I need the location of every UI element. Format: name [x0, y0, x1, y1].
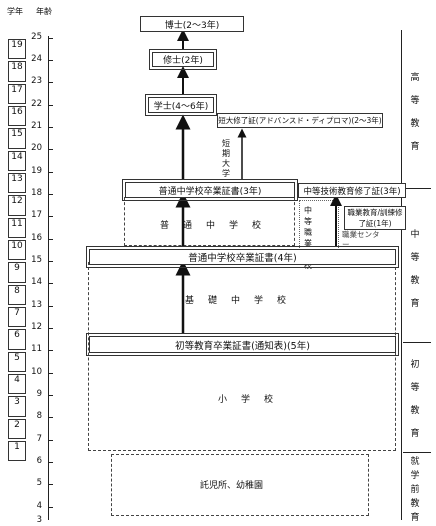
age-tick	[48, 462, 53, 463]
grade-cell: 4	[8, 374, 26, 394]
age-label: 12	[31, 322, 42, 332]
age-tick	[48, 239, 53, 240]
grade-cell: 19	[8, 39, 26, 59]
age-tick	[48, 127, 53, 128]
age-label: 19	[31, 166, 42, 176]
technical-cert-box: 中等技術教育修了証(3年)	[298, 183, 406, 198]
age-tick	[48, 440, 53, 441]
age-label: 13	[31, 300, 42, 310]
age-label: 3	[36, 515, 42, 525]
stage-secondary: 中等教育	[410, 230, 420, 309]
age-tick	[48, 328, 53, 329]
grade-cell: 16	[8, 106, 26, 126]
basic-secondary-label: 基礎中学校	[185, 296, 301, 306]
age-tick	[48, 194, 53, 195]
age-tick	[48, 507, 53, 508]
age-label: 23	[31, 76, 42, 86]
vocational-center-label: 職業センター	[342, 230, 380, 249]
age-label: 4	[36, 501, 42, 511]
grade-cell: 17	[8, 84, 26, 104]
age-label: 9	[36, 389, 42, 399]
grade-cell: 18	[8, 61, 26, 82]
preschool-region	[111, 454, 369, 516]
age-tick	[48, 82, 53, 83]
stage-higher: 高等教育	[410, 73, 420, 152]
bachelor-box: 学士(4〜6年)	[145, 94, 217, 116]
age-label: 18	[31, 188, 42, 198]
age-tick	[48, 306, 53, 307]
vocational-cert-box: 職業教育/訓練修了証(1年)	[344, 206, 406, 230]
age-label: 14	[31, 277, 42, 287]
grade-header: 学年	[7, 7, 23, 16]
age-header: 年齢	[36, 7, 52, 16]
age-label: 11	[31, 344, 42, 354]
age-axis	[48, 36, 49, 520]
junior-college-cert-box: 短大修了証(アドバンスド・ディプロマ)(2〜3年)	[217, 113, 383, 128]
grade-cell: 3	[8, 396, 26, 417]
age-tick	[48, 105, 53, 106]
age-tick	[48, 60, 53, 61]
age-label: 10	[31, 367, 42, 377]
age-label: 16	[31, 233, 42, 243]
grade-cell: 12	[8, 195, 26, 216]
stage-separator	[403, 452, 431, 453]
stage-primary: 初等教育	[410, 360, 420, 439]
age-tick	[48, 172, 53, 173]
age-tick	[48, 373, 53, 374]
grade-cell: 7	[8, 307, 26, 327]
age-label: 7	[36, 434, 42, 444]
age-label: 21	[31, 121, 42, 131]
grade-cell: 13	[8, 173, 26, 193]
age-tick	[48, 484, 53, 485]
junior-college-label: 短期大学	[222, 139, 230, 178]
grade-cell: 6	[8, 329, 26, 350]
grade-cell: 15	[8, 128, 26, 149]
grade-cell: 2	[8, 419, 26, 439]
age-label: 24	[31, 54, 42, 64]
age-label: 25	[31, 32, 42, 42]
age-label: 8	[36, 411, 42, 421]
stage-separator	[403, 342, 431, 343]
stage-separator	[403, 188, 431, 189]
upper-secondary-school-label: 普通中学校	[160, 221, 276, 231]
age-label: 15	[31, 255, 42, 265]
age-tick	[48, 417, 53, 418]
age-label: 22	[31, 99, 42, 109]
master-box: 修士(2年)	[149, 49, 217, 70]
upper-secondary-cert-box: 普通中学校卒業証書(3年)	[122, 179, 298, 201]
age-tick	[48, 216, 53, 217]
stage-column-line	[401, 30, 402, 520]
age-label: 20	[31, 143, 42, 153]
age-tick	[48, 38, 53, 39]
grade-cell: 11	[8, 218, 26, 238]
grade-cell: 8	[8, 285, 26, 305]
grade-cell: 10	[8, 240, 26, 260]
primary-cert-box: 初等教育卒業証書(通知表)(5年)	[86, 333, 399, 356]
doctor-box: 博士(2〜3年)	[140, 16, 244, 32]
age-tick	[48, 261, 53, 262]
grade-cell: 9	[8, 262, 26, 283]
age-tick	[48, 149, 53, 150]
age-tick	[48, 283, 53, 284]
grade-cell: 5	[8, 352, 26, 372]
primary-school-label: 小学校	[218, 395, 288, 405]
lower-secondary-cert-box: 普通中学校卒業証書(4年)	[86, 246, 399, 268]
grade-cell: 14	[8, 151, 26, 171]
age-tick	[48, 395, 53, 396]
age-label: 6	[36, 456, 42, 466]
age-tick	[48, 350, 53, 351]
preschool-label: 託児所、幼稚園	[200, 481, 264, 491]
age-label: 5	[36, 478, 42, 488]
grade-cell: 1	[8, 441, 26, 461]
age-label: 17	[31, 210, 42, 220]
stage-preschool: 就学前教育	[410, 457, 420, 523]
